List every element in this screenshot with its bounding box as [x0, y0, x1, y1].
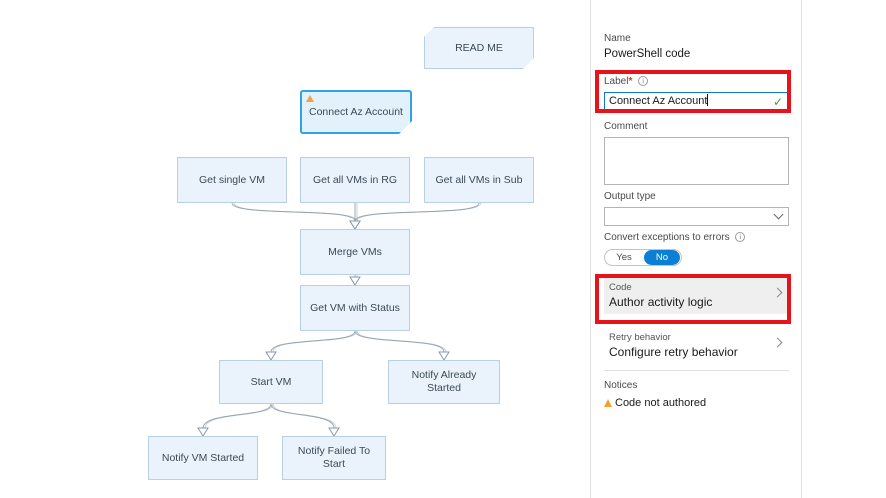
- node-label: READ ME: [455, 41, 503, 54]
- edge-arrowhead: [265, 351, 277, 361]
- node-get-all-vms-in-rg[interactable]: Get all VMs in RG: [300, 157, 410, 203]
- edge-arrowhead: [349, 220, 361, 230]
- node-label: Get VM with Status: [310, 301, 400, 314]
- label-input-value: Connect Az Account: [609, 95, 708, 107]
- node-label: Notify Already Started: [411, 369, 477, 394]
- node-notify-vm-started[interactable]: Notify VM Started: [148, 436, 258, 480]
- node-label: Notify VM Started: [161, 451, 245, 464]
- output-type-field-group: Output type: [604, 190, 789, 226]
- comment-label: Comment: [604, 121, 648, 132]
- node-label: Get single VM: [199, 173, 265, 186]
- output-type-label: Output type: [604, 191, 656, 202]
- edge-start-vm-to-notify-failed-to-start: [270, 403, 335, 429]
- node-label: Connect Az Account: [309, 105, 403, 118]
- retry-row-value: Configure retry behavior: [609, 345, 738, 359]
- section-divider: [604, 370, 789, 371]
- notice-item: Code not authored: [604, 395, 789, 411]
- convert-exceptions-label: Convert exceptions to errors i: [604, 231, 789, 245]
- node-warning-icon: [306, 95, 314, 102]
- workflow-canvas[interactable]: READ ME Connect Az Account... Get single V…: [0, 0, 590, 498]
- name-label: Name: [604, 33, 631, 44]
- edge-arrowhead: [349, 220, 361, 230]
- edge-get-vm-with-status-to-notify-already-started: [354, 330, 445, 353]
- required-marker: *: [628, 76, 633, 87]
- node-get-vm-with-status[interactable]: Get VM with Status: [300, 285, 410, 331]
- edge-arrowhead: [349, 276, 361, 286]
- notices-group: Notices Code not authored: [604, 379, 789, 411]
- toggle-option-yes[interactable]: Yes: [616, 252, 632, 263]
- notice-text: Code not authored: [615, 397, 707, 409]
- edge-shadow: [233, 202, 358, 222]
- code-row-value: Author activity logic: [609, 295, 713, 309]
- edge-get-vm-with-status-to-start-vm: [270, 330, 356, 353]
- properties-panel-inner: Name PowerShell code Label* i Connect Az…: [591, 0, 802, 498]
- properties-panel: Name PowerShell code Label* i Connect Az…: [590, 0, 886, 498]
- edge-shadow: [356, 330, 447, 353]
- edge-shadow: [272, 403, 337, 429]
- node-label: Notify Failed To Start: [297, 445, 371, 470]
- retry-behavior-row[interactable]: Retry behavior Configure retry behavior: [604, 328, 789, 364]
- node-get-all-vms-in-sub[interactable]: Get all VMs in Sub: [424, 157, 534, 203]
- edge-shadow: [272, 330, 358, 353]
- code-row[interactable]: Code Author activity logic: [604, 278, 789, 314]
- label-input[interactable]: Connect Az Account ✓: [604, 92, 789, 111]
- edge-get-all-vms-in-sub-to-merge-vms: [354, 202, 480, 222]
- node-get-single-vm[interactable]: Get single VM: [177, 157, 287, 203]
- workflow-edges: [197, 202, 482, 437]
- edge-start-vm-to-notify-vm-started: [202, 403, 272, 429]
- info-icon-convert[interactable]: i: [735, 232, 746, 242]
- name-value: PowerShell code: [604, 48, 691, 60]
- retry-row-caption: Retry behavior: [609, 332, 671, 343]
- warning-triangle-icon: [604, 399, 612, 407]
- edge-arrowhead: [438, 351, 450, 361]
- edge-arrowhead: [197, 427, 209, 437]
- chevron-down-icon: [773, 209, 784, 220]
- node-merge-vms[interactable]: Merge VMs: [300, 229, 410, 275]
- text-caret: [707, 94, 709, 106]
- toggle-option-no[interactable]: No: [644, 250, 680, 265]
- node-label: Get all VMs in RG: [312, 173, 398, 186]
- convert-exceptions-text: Convert exceptions to errors: [604, 232, 730, 243]
- edge-shadow: [204, 403, 274, 429]
- name-field-group: Name PowerShell code: [604, 32, 789, 62]
- comment-textarea[interactable]: [604, 137, 789, 185]
- node-connect-az-account[interactable]: Connect Az Account...: [300, 90, 412, 134]
- notices-label: Notices: [604, 380, 638, 391]
- label-field-group: Label* i Connect Az Account ✓: [604, 75, 789, 111]
- code-row-caption: Code: [609, 282, 632, 293]
- node-start-vm[interactable]: Start VM: [219, 360, 323, 404]
- edge-get-single-vm-to-merge-vms: [231, 202, 356, 222]
- node-notify-failed-to-start[interactable]: Notify Failed To Start: [282, 436, 386, 480]
- node-overflow-menu-icon[interactable]: ...: [391, 101, 403, 112]
- node-read-me[interactable]: READ ME: [424, 27, 534, 69]
- node-label: Get all VMs in Sub: [435, 173, 523, 186]
- info-icon[interactable]: i: [638, 76, 649, 86]
- edge-arrowhead: [328, 427, 340, 437]
- convert-exceptions-group: Convert exceptions to errors i Yes No: [604, 231, 789, 266]
- label-caption-text: Label: [604, 76, 629, 87]
- node-label: Start VM: [250, 375, 292, 388]
- label-caption: Label* i: [604, 75, 789, 89]
- valid-check-icon: ✓: [772, 95, 783, 109]
- node-label: Merge VMs: [328, 245, 382, 258]
- comment-field-group: Comment: [604, 120, 789, 185]
- edge-shadow: [356, 202, 482, 222]
- edge-arrowhead: [349, 220, 361, 230]
- output-type-select[interactable]: [604, 207, 789, 226]
- convert-exceptions-toggle[interactable]: Yes No: [604, 249, 682, 266]
- node-notify-already-started[interactable]: Notify Already Started: [388, 360, 500, 404]
